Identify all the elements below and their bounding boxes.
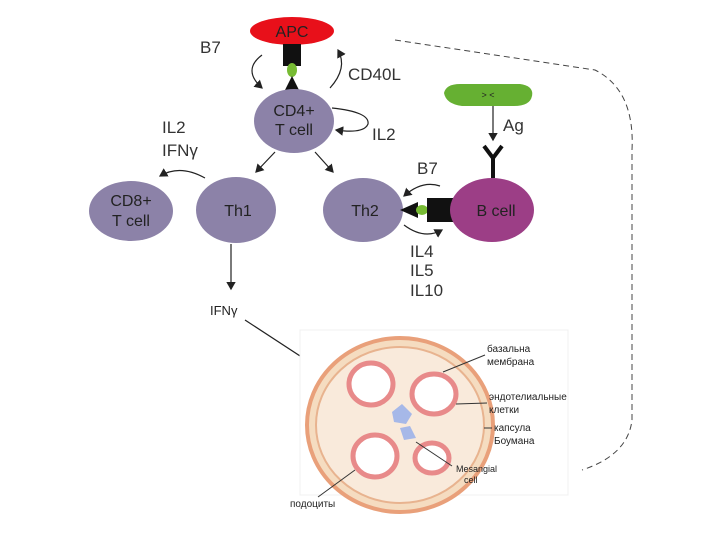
bcr-receptor (482, 144, 504, 178)
il-arrow (403, 224, 444, 238)
bcell-label: B cell (476, 203, 515, 220)
th2-tcr-connector (400, 202, 418, 218)
cd40l-arrow (329, 48, 346, 89)
il4-label: IL4 (410, 242, 434, 261)
apc-label: APC (276, 24, 309, 41)
mhc-block (283, 44, 301, 66)
th1-cell (196, 177, 276, 243)
b7-right-label: B7 (417, 159, 438, 178)
cd8-label-line1: CD8+ (110, 193, 151, 210)
cd8-label-line2: T cell (112, 213, 150, 230)
th2-peptide-connector (416, 205, 428, 215)
endothelial-label-line1: эндотелиальные (489, 392, 567, 403)
cd8-t-cell (89, 181, 173, 241)
il2-right-label: IL2 (372, 125, 396, 144)
b7-right-arrow (403, 183, 441, 197)
mesangial-label-line2: cell (464, 475, 478, 485)
mesangial-label-line1: Mesangial (456, 464, 497, 474)
ifng-left-label: IFNγ (162, 141, 198, 160)
il5-label: IL5 (410, 261, 434, 280)
endothelial-label-line2: клетки (489, 405, 519, 416)
ag-label: Ag (503, 116, 524, 135)
podocytes-label: подоциты (290, 499, 335, 510)
cd4-label-line2: T cell (275, 122, 313, 139)
apc-cell (250, 17, 334, 45)
th2-label: Th2 (351, 203, 379, 220)
b-cell (450, 178, 534, 242)
cd4-label-line1: CD4+ (273, 103, 314, 120)
cd4-to-th1-arrow (255, 151, 276, 173)
cd4-to-th2-arrow (314, 151, 334, 173)
th1-to-cd8-arrow (158, 168, 206, 179)
bowman-label-line2: Боумана (494, 436, 535, 447)
il2-left-label: IL2 (162, 118, 186, 137)
bcell-mhc-block (427, 198, 453, 222)
tcr-connector (284, 76, 300, 92)
b7-arrow (251, 54, 263, 89)
glomerulus-image (299, 329, 569, 514)
peptide-connector (287, 63, 297, 77)
antigen-cell (444, 84, 533, 106)
ifng-bottom-label: IFNγ (210, 303, 238, 318)
cd4-t-cell (254, 89, 334, 153)
il2-loop-arrow (331, 107, 369, 136)
basement-label-line2: мембрана (487, 356, 535, 368)
th1-label: Th1 (224, 203, 252, 220)
bowman-label-line1: капсула (494, 423, 531, 434)
th2-cell (323, 178, 403, 242)
cd40l-label: CD40L (348, 65, 401, 84)
antigen-marks: > < (481, 90, 494, 100)
b7-top-label: B7 (200, 38, 221, 57)
dashed-connector (394, 39, 633, 471)
il10-label: IL10 (410, 281, 443, 300)
basement-label-line1: базальна (487, 343, 531, 355)
